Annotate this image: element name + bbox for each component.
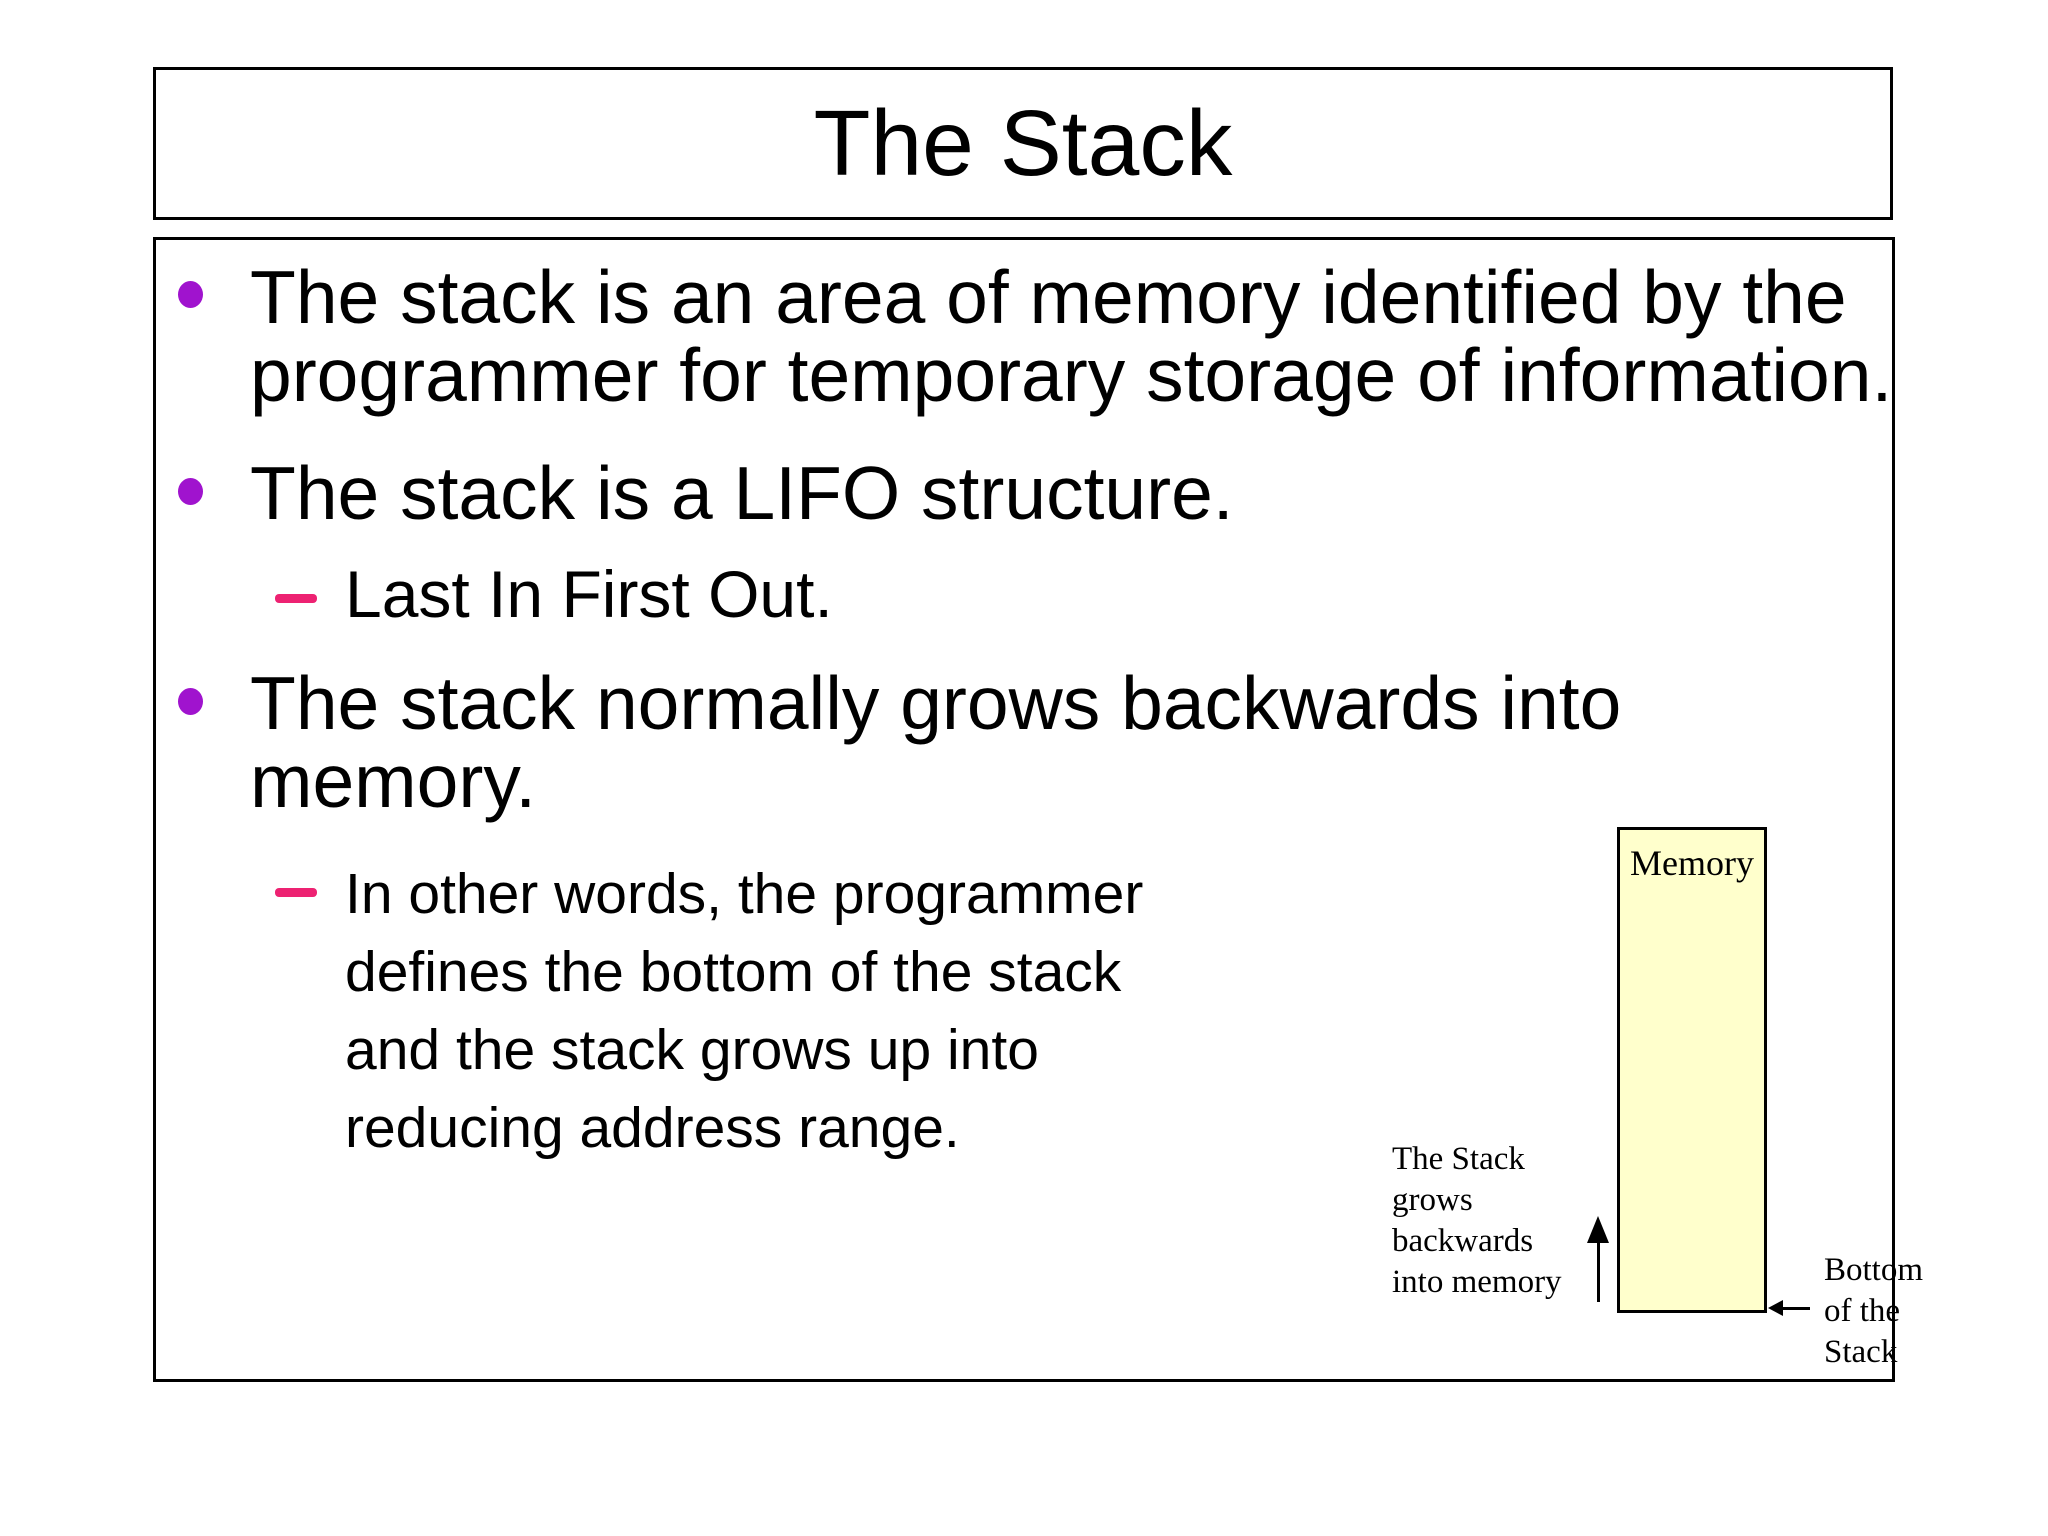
up-arrow-shaft (1597, 1242, 1600, 1302)
title-box: The Stack (153, 67, 1893, 220)
bullet2-line1: The stack is a LIFO structure. (250, 451, 1234, 535)
grow-caption-line3: backwards (1392, 1223, 1534, 1259)
left-arrow-icon (1768, 1300, 1783, 1316)
left-arrow-shaft (1782, 1307, 1810, 1310)
bullet1-line2: programmer for temporary storage of info… (250, 333, 1893, 417)
stack-grows-caption: The Stack grows backwards into memory (1392, 1139, 1562, 1303)
sub-bullet2-line3: and the stack grows up into (345, 1018, 1039, 1082)
bullet-dot (178, 478, 203, 505)
sub-bullet1-line1: Last In First Out. (345, 557, 833, 631)
bullet-dot (178, 281, 203, 308)
bottom-caption-line3: Stack (1824, 1334, 1898, 1370)
up-arrow-icon (1587, 1216, 1609, 1243)
bottom-of-stack-caption: Bottom of the Stack (1824, 1250, 1923, 1373)
sub-bullet2-line2: defines the bottom of the stack (345, 940, 1122, 1004)
bottom-caption-line2: of the (1824, 1293, 1901, 1329)
grow-caption-line4: into memory (1392, 1264, 1562, 1300)
page-title: The Stack (813, 91, 1233, 195)
bottom-caption-line1: Bottom (1824, 1252, 1924, 1288)
grow-caption-line1: The Stack (1392, 1141, 1525, 1177)
bullet1-line1: The stack is an area of memory identifie… (250, 255, 1847, 339)
bullet3-line2: memory. (250, 739, 537, 823)
bullet-dot (178, 688, 203, 715)
bullet3-line1: The stack normally grows backwards into (250, 661, 1622, 745)
sub-bullet-dash (275, 888, 317, 897)
content-box (153, 237, 1895, 1382)
sub-bullet-dash (275, 594, 317, 603)
memory-box: Memory (1617, 827, 1767, 1313)
memory-label: Memory (1630, 843, 1754, 883)
sub-bullet2-line4: reducing address range. (345, 1096, 960, 1160)
sub-bullet2-line1: In other words, the programmer (345, 862, 1144, 926)
grow-caption-line2: grows (1392, 1182, 1473, 1218)
